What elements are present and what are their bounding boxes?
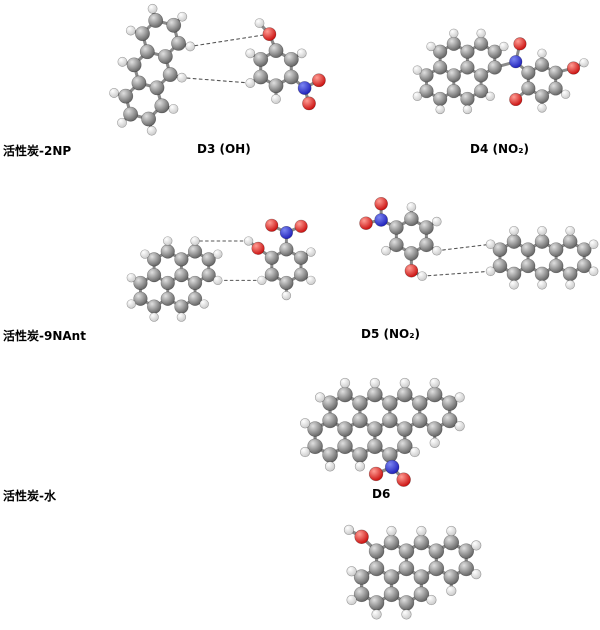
molecule-9nant-complex-right xyxy=(352,180,600,314)
group-label-activated-carbon-water: 活性炭-水 xyxy=(3,489,56,503)
panel-label-d6: D6 xyxy=(372,487,391,501)
group-label-activated-carbon-9nant: 活性炭-9NAnt xyxy=(3,329,86,343)
molecule-9nant-complex-left xyxy=(110,178,345,337)
molecule-d3-oh-complex xyxy=(100,0,330,144)
group-label-activated-carbon-2np: 活性炭-2NP xyxy=(3,144,72,158)
molecule-d6-complex xyxy=(288,500,483,630)
panel-label-d4: D4 (NO₂) xyxy=(470,142,529,156)
panel-label-d3: D3 (OH) xyxy=(197,142,251,156)
panel-label-d5: D5 (NO₂) xyxy=(361,327,420,341)
molecule-d5-no2-complex xyxy=(253,352,503,501)
molecule-d4-no2-complex xyxy=(395,5,595,149)
